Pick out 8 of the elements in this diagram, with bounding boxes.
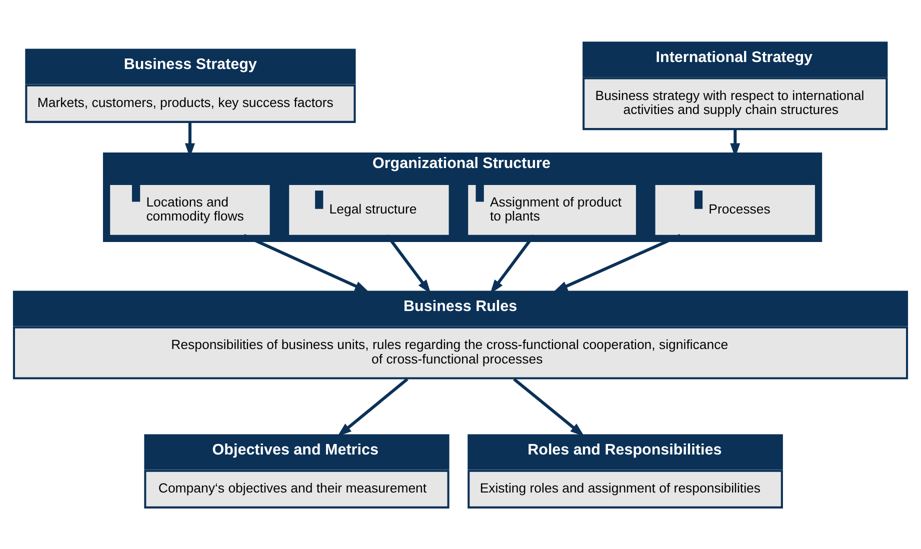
arrow bbox=[337, 378, 408, 437]
arrow bbox=[386, 234, 431, 294]
arrow bbox=[513, 378, 584, 437]
arrow bbox=[243, 234, 370, 292]
node-box: Processes bbox=[654, 184, 816, 236]
arrow bbox=[490, 234, 535, 294]
arrow bbox=[553, 234, 681, 292]
node-box: Legal structure bbox=[288, 184, 450, 236]
